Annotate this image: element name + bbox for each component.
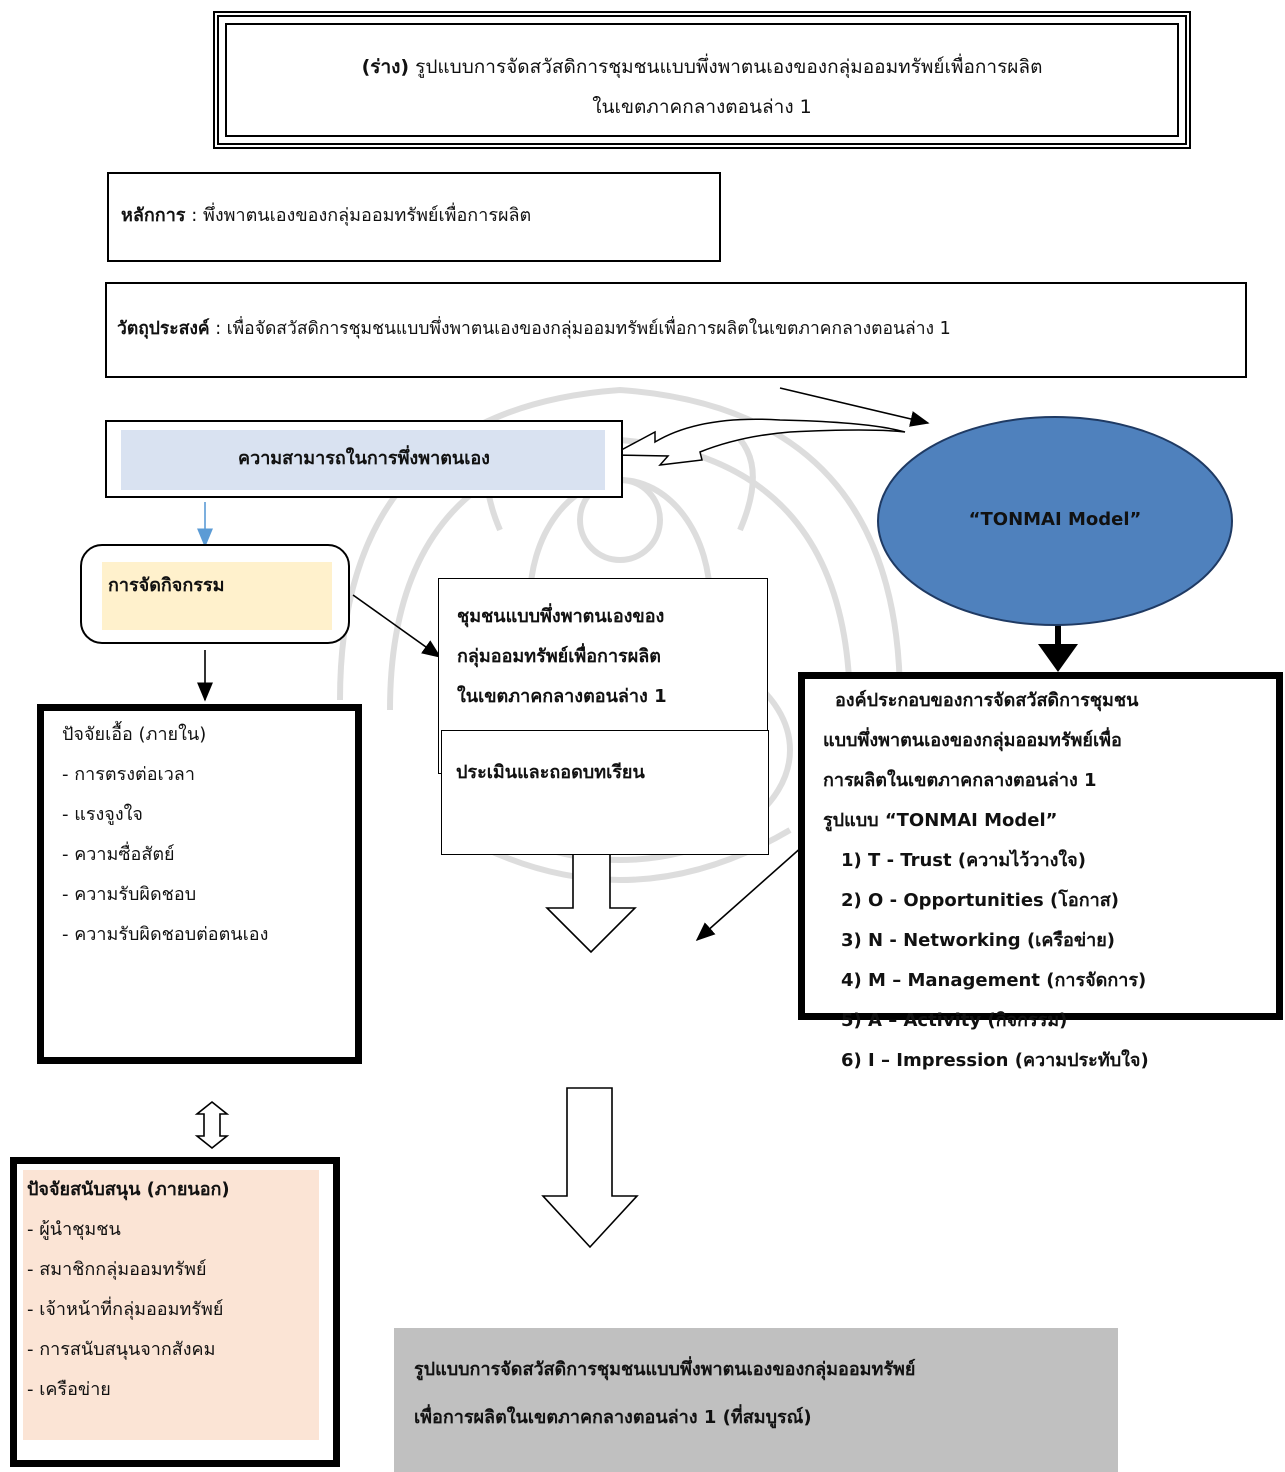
block-arrow-eval-to-result: [541, 1087, 639, 1249]
external-factors-box: ปัจจัยสนับสนุน (ภายนอก) - ผู้นำชุมชน - ส…: [10, 1157, 340, 1467]
ability-box: ความสามารถในการพึ่งพาตนเอง: [105, 420, 623, 498]
components-heading-4: รูปแบบ “TONMAI Model”: [823, 810, 1058, 831]
external-factor-item: - การสนับสนุนจากสังคม: [27, 1339, 216, 1360]
external-factor-item: - เจ้าหน้าที่กลุ่มออมทรัพย์: [27, 1299, 224, 1320]
component-item-o: 2) O - Opportunities (โอกาส): [841, 890, 1119, 911]
principle-text: : พึ่งพาตนเองของกลุ่มออมทรัพย์เพื่อการผล…: [185, 205, 532, 226]
external-factor-item: - สมาชิกกลุ่มออมทรัพย์: [27, 1259, 207, 1280]
evaluation-box: ประเมินและถอดบทเรียน: [441, 730, 769, 855]
principle-box: หลักการ : พึ่งพาตนเองของกลุ่มออมทรัพย์เพ…: [107, 172, 721, 262]
internal-factor-item: - ความรับผิดชอบต่อตนเอง: [62, 924, 269, 945]
title-box: (ร่าง) รูปแบบการจัดสวัสดิการชุมชนแบบพึ่ง…: [213, 11, 1191, 149]
internal-factor-item: - การตรงต่อเวลา: [62, 764, 195, 785]
community-line-1: ชุมชนแบบพึ่งพาตนเองของ: [457, 606, 665, 627]
component-item-i: 6) I – Impression (ความประทับใจ): [841, 1050, 1149, 1071]
components-heading-1: องค์ประกอบของการจัดสวัสดิการชุมชน: [835, 690, 1139, 711]
ability-text: ความสามารถในการพึ่งพาตนเอง: [238, 448, 490, 469]
title-line2: ในเขตภาคกลางตอนล่าง 1: [592, 96, 812, 118]
component-item-t: 1) T - Trust (ความไว้วางใจ): [841, 850, 1086, 871]
internal-factors-title: ปัจจัยเอื้อ (ภายใน): [62, 724, 207, 745]
internal-factor-item: - แรงจูงใจ: [62, 804, 143, 825]
objective-text: : เพื่อจัดสวัสดิการชุมชนแบบพึ่งพาตนเองขอ…: [209, 319, 951, 339]
model-label: “TONMAI Model”: [968, 509, 1142, 530]
title-prefix: (ร่าง): [361, 56, 410, 78]
evaluation-text: ประเมินและถอดบทเรียน: [456, 762, 645, 783]
activity-box: การจัดกิจกรรม: [80, 544, 350, 644]
external-factor-item: - ผู้นำชุมชน: [27, 1219, 121, 1240]
activity-text: การจัดกิจกรรม: [108, 575, 225, 596]
result-line-2: เพื่อการผลิตในเขตภาคกลางตอนล่าง 1 (ที่สม…: [414, 1407, 812, 1428]
title-text: (ร่าง) รูปแบบการจัดสวัสดิการชุมชนแบบพึ่ง…: [219, 47, 1185, 127]
curved-arrow-model-to-ability: [609, 418, 906, 466]
arrow-objective-to-model: [779, 387, 930, 427]
component-item-m: 4) M – Management (การจัดการ): [841, 970, 1147, 991]
objective-label: วัตถุประสงค์: [117, 319, 210, 339]
principle-label: หลักการ: [121, 205, 186, 226]
external-factor-item: - เครือข่าย: [27, 1379, 111, 1400]
internal-factor-item: - ความซื่อสัตย์: [62, 844, 175, 865]
component-item-a: 5) A – Activity (กิจกรรม): [841, 1010, 1068, 1031]
external-factors-title: ปัจจัยสนับสนุน (ภายนอก): [27, 1179, 230, 1200]
arrowhead-model-to-components: [1038, 644, 1078, 672]
internal-factor-item: - ความรับผิดชอบ: [62, 884, 197, 905]
component-item-n: 3) N - Networking (เครือข่าย): [841, 930, 1116, 951]
objective-box: วัตถุประสงค์ : เพื่อจัดสวัสดิการชุมชนแบบ…: [105, 282, 1247, 378]
community-line-2: กลุ่มออมทรัพย์เพื่อการผลิต: [457, 646, 661, 667]
internal-factors-box: ปัจจัยเอื้อ (ภายใน) - การตรงต่อเวลา - แร…: [37, 704, 362, 1064]
components-heading-3: การผลิตในเขตภาคกลางตอนล่าง 1: [823, 770, 1097, 791]
components-heading-2: แบบพึ่งพาตนเองของกลุ่มออมทรัพย์เพื่อ: [823, 730, 1122, 751]
components-box: องค์ประกอบของการจัดสวัสดิการชุมชน แบบพึ่…: [798, 672, 1283, 1071]
title-line1: รูปแบบการจัดสวัสดิการชุมชนแบบพึ่งพาตนเอง…: [409, 56, 1043, 78]
result-box: รูปแบบการจัดสวัสดิการชุมชนแบบพึ่งพาตนเอง…: [394, 1328, 1118, 1472]
arrow-components-to-eval: [695, 837, 813, 942]
updown-arrow-factors-support: [194, 1100, 230, 1150]
tonmai-model-ellipse: [877, 416, 1233, 626]
result-line-1: รูปแบบการจัดสวัสดิการชุมชนแบบพึ่งพาตนเอง…: [414, 1359, 916, 1380]
arrow-activity-to-community: [352, 594, 442, 658]
community-line-3: ในเขตภาคกลางตอนล่าง 1: [457, 686, 667, 707]
